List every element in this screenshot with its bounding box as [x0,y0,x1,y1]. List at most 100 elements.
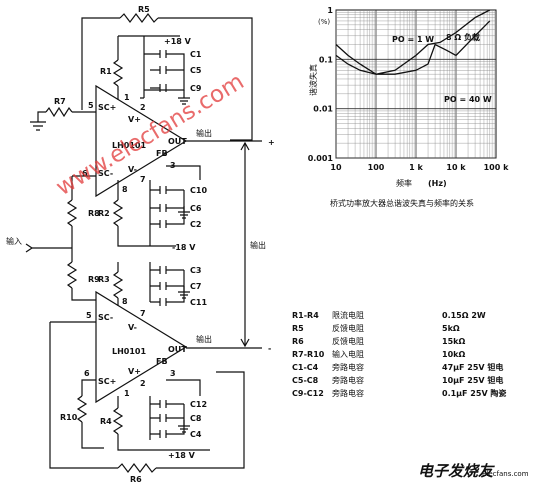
wires [25,13,262,473]
label-pin3-top: 3 [170,161,176,170]
chart-xlabel-unit: (Hz) [428,179,447,188]
label-vplus-top: V+ [128,115,141,124]
label-pin3-bottom: 3 [170,369,176,378]
bom-value: 10μF 25V 钽电 [442,375,503,385]
label-pin7-top: 7 [140,175,146,184]
label-r9: R9 [88,275,100,284]
label-fb-bottom: FB [156,357,168,366]
chart-ylabel-unit: (%) [318,18,330,26]
x-tick-label: 10 k [446,163,466,172]
label-pin2-top: 2 [140,103,146,112]
series-line-po-1w [335,9,491,75]
x-tick-label: 1 k [409,163,423,172]
label-ic-top: LH0101 [112,141,146,150]
label-r1: R1 [100,67,112,76]
label-scminus-bottom: SC- [98,313,113,322]
label-out-bottom: 输出 [196,334,212,344]
watermark-brand-cn: 电子发烧友 [418,462,495,480]
chart-grid [335,10,496,159]
bom-ref: R1-R4 [292,311,319,320]
label-ic-bottom: LH0101 [112,347,146,356]
label-c2: C2 [190,220,201,229]
bom-desc: 旁路电容 [332,375,364,385]
chart-caption: 桥式功率放大器总谐波失真与频率的关系 [330,198,474,208]
y-tick-label: 0.1 [319,55,334,64]
bom-value: 47μF 25V 钽电 [442,362,503,372]
chart-xlabel: 频率 [396,178,412,188]
label-scminus-top: SC- [98,169,113,178]
label-supply-neg: -18 V [172,243,196,252]
bom-ref: C1-C4 [292,363,319,372]
bom-desc: 反馈电阻 [332,323,364,333]
label-c12: C12 [190,400,207,409]
label-vplus-bottom: V+ [128,367,141,376]
y-tick-label: 0.01 [313,105,333,114]
watermark-brand-en: Elecfans.com [482,470,529,478]
label-pin1-bottom: 1 [124,389,130,398]
y-tick-label: 1 [327,6,333,15]
chart-ticks: 10 100 1 k 10 k 100 k 1 0.1 0.01 0.001 [308,6,509,172]
watermark-brand: 电子发烧友 Elecfans.com [418,462,529,480]
bom-value: 0.15Ω 2W [442,311,486,320]
label-supply-pos-bottom: +18 V [168,451,196,460]
label-out-pin-bottom: OUT [168,345,187,354]
label-pin5-top: 5 [88,101,94,110]
label-pin8-bottom: 8 [122,297,128,306]
label-minus-sign: - [268,344,271,353]
bom-desc: 输入电阻 [332,349,364,359]
label-c11: C11 [190,298,207,307]
label-pin6-bottom: 6 [84,369,90,378]
bom-ref: R5 [292,324,304,333]
label-scplus-bottom: SC+ [98,377,116,386]
label-scplus-top: SC+ [98,103,116,112]
y-tick-label: 0.001 [308,154,334,163]
label-pin5-bottom: 5 [86,311,92,320]
label-r10: R10 [60,413,78,422]
label-plus-sign: + [268,138,275,147]
label-pin1-top: 1 [124,93,130,102]
label-r6: R6 [130,475,142,484]
bom-desc: 反馈电阻 [332,336,364,346]
chart-ylabel: 谐波失真 [308,64,318,96]
label-c4: C4 [190,430,202,439]
label-vminus-bottom: V- [128,323,137,332]
bom-value: 15kΩ [442,337,465,346]
label-c6: C6 [190,204,202,213]
label-c9: C9 [190,84,202,93]
label-input: 输入 [6,236,22,246]
label-supply-pos-top: +18 V [164,37,192,46]
chart-series [335,9,491,75]
x-tick-label: 100 [368,163,385,172]
bom-desc: 旁路电容 [332,388,364,398]
bom-ref: C5-C8 [292,376,319,385]
label-r3: R3 [98,275,110,284]
x-tick-label: 10 [330,163,342,172]
bom-ref: R7-R10 [292,350,325,359]
schematic-labels: R5 +18 V R1 C1 C5 C9 R7 5 SC+ 1 2 V+ LH0… [6,5,275,484]
label-out-pin-top: OUT [168,137,187,146]
label-c10: C10 [190,186,207,195]
bom-desc: 限流电阻 [332,310,364,320]
label-vminus-top: V- [128,165,137,174]
label-output-center: 输出 [250,240,266,250]
bom-value: 0.1μF 25V 陶瓷 [442,388,507,398]
label-pin8-top: 8 [122,185,128,194]
bom-ref: R6 [292,337,304,346]
label-r8: R8 [88,209,100,218]
chart-annotation-load: 8 Ω 负载 [446,32,480,42]
label-r7: R7 [54,97,66,106]
label-c7: C7 [190,282,201,291]
bom-ref: C9-C12 [292,389,324,398]
x-tick-label: 100 k [484,163,509,172]
label-fb-top: FB [156,149,168,158]
label-c5: C5 [190,66,202,75]
bom-desc: 旁路电容 [332,362,364,372]
label-pin7-bottom: 7 [140,309,146,318]
chart-annotation-1w: PO = 1 W [392,35,434,44]
label-c3: C3 [190,266,201,275]
label-c1: C1 [190,50,202,59]
series-line-po-40w [335,20,491,75]
